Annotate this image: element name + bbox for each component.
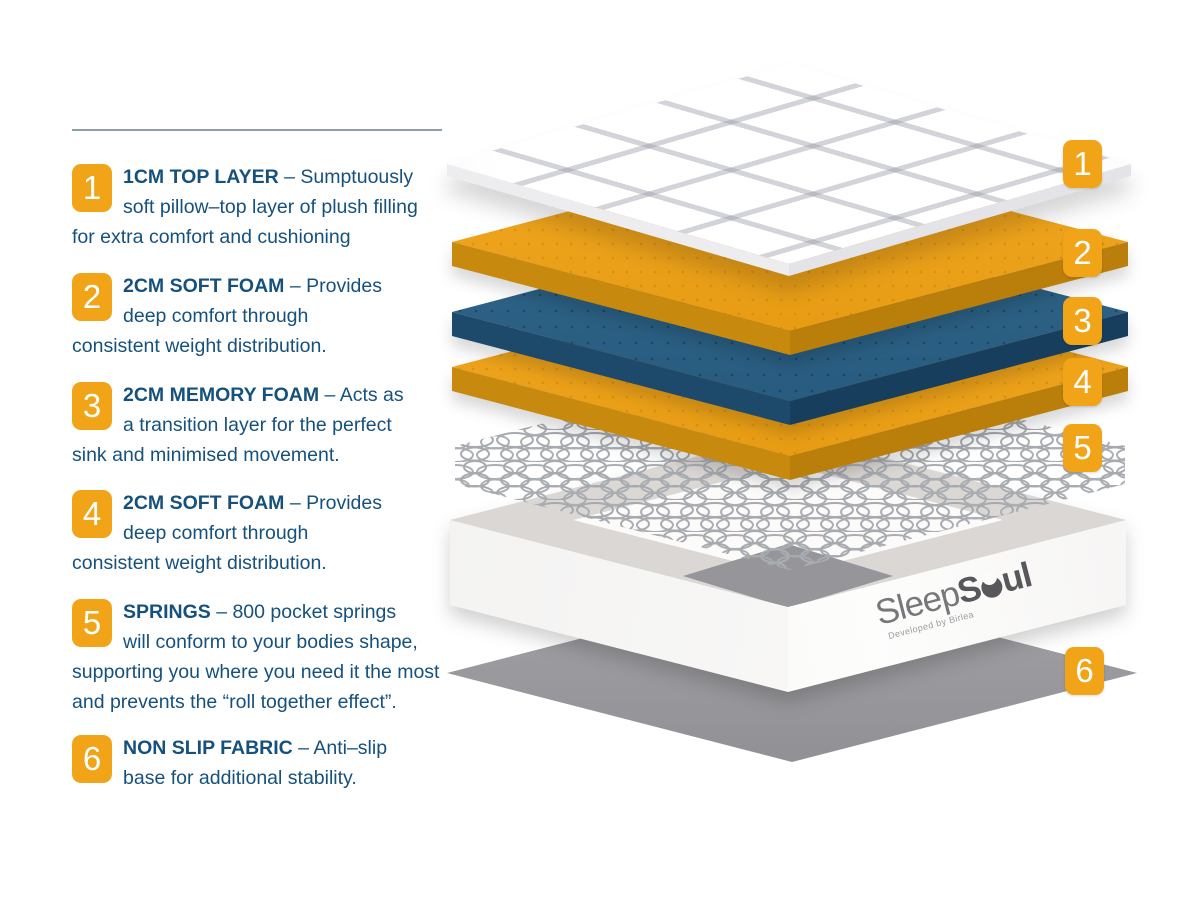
legend-desc-2: – Provides deep comfort through consiste…: [72, 275, 382, 357]
diagram-badge-2: 2: [1063, 229, 1102, 277]
legend-number-badge-2: 2: [72, 273, 112, 321]
legend-desc-6: – Anti–slip base for additional stabilit…: [123, 737, 388, 789]
legend-desc-4: – Provides deep comfort through consiste…: [72, 492, 382, 574]
legend-text-6: NON SLIP FABRIC – Anti–slip base for add…: [72, 733, 474, 793]
diagram-badge-3: 3: [1063, 297, 1102, 345]
legend-title-2: 2CM SOFT FOAM: [123, 275, 285, 297]
logo-soul-ul: ul: [997, 555, 1036, 601]
legend-desc-3: – Acts as a transition layer for the per…: [72, 384, 404, 466]
legend-number-badge-3: 3: [72, 382, 112, 430]
layer-quilted-pillow-top: [447, 64, 1131, 276]
legend-desc-1: – Sumptuously soft pillow–top layer of p…: [72, 166, 418, 248]
legend-text-4: 2CM SOFT FOAM – Provides deep comfort th…: [72, 488, 474, 578]
legend-desc-5: – 800 pocket springs will conform to you…: [72, 601, 440, 713]
diagram-badge-4: 4: [1063, 358, 1102, 406]
legend-text-1: 1CM TOP LAYER – Sumptuously soft pillow–…: [72, 162, 474, 252]
legend-title-5: SPRINGS: [123, 601, 211, 623]
diagram-badge-1: 1: [1063, 140, 1102, 188]
legend-title-1: 1CM TOP LAYER: [123, 166, 279, 188]
legend-number-badge-6: 6: [72, 735, 112, 783]
legend-text-5: SPRINGS – 800 pocket springs will confor…: [72, 597, 474, 717]
legend-number-badge-1: 1: [72, 164, 112, 212]
legend-text-3: 2CM MEMORY FOAM – Acts as a transition l…: [72, 380, 474, 470]
legend-text-2: 2CM SOFT FOAM – Provides deep comfort th…: [72, 271, 474, 361]
legend-title-3: 2CM MEMORY FOAM: [123, 384, 320, 406]
top-divider-line: [72, 129, 442, 131]
legend-title-4: 2CM SOFT FOAM: [123, 492, 285, 514]
legend-number-badge-5: 5: [72, 599, 112, 647]
diagram-badge-5: 5: [1063, 424, 1102, 472]
pillow-top-quilted-face: [447, 64, 1131, 264]
diagram-badge-6: 6: [1065, 647, 1104, 695]
legend-number-badge-4: 4: [72, 490, 112, 538]
legend-title-6: NON SLIP FABRIC: [123, 737, 293, 759]
